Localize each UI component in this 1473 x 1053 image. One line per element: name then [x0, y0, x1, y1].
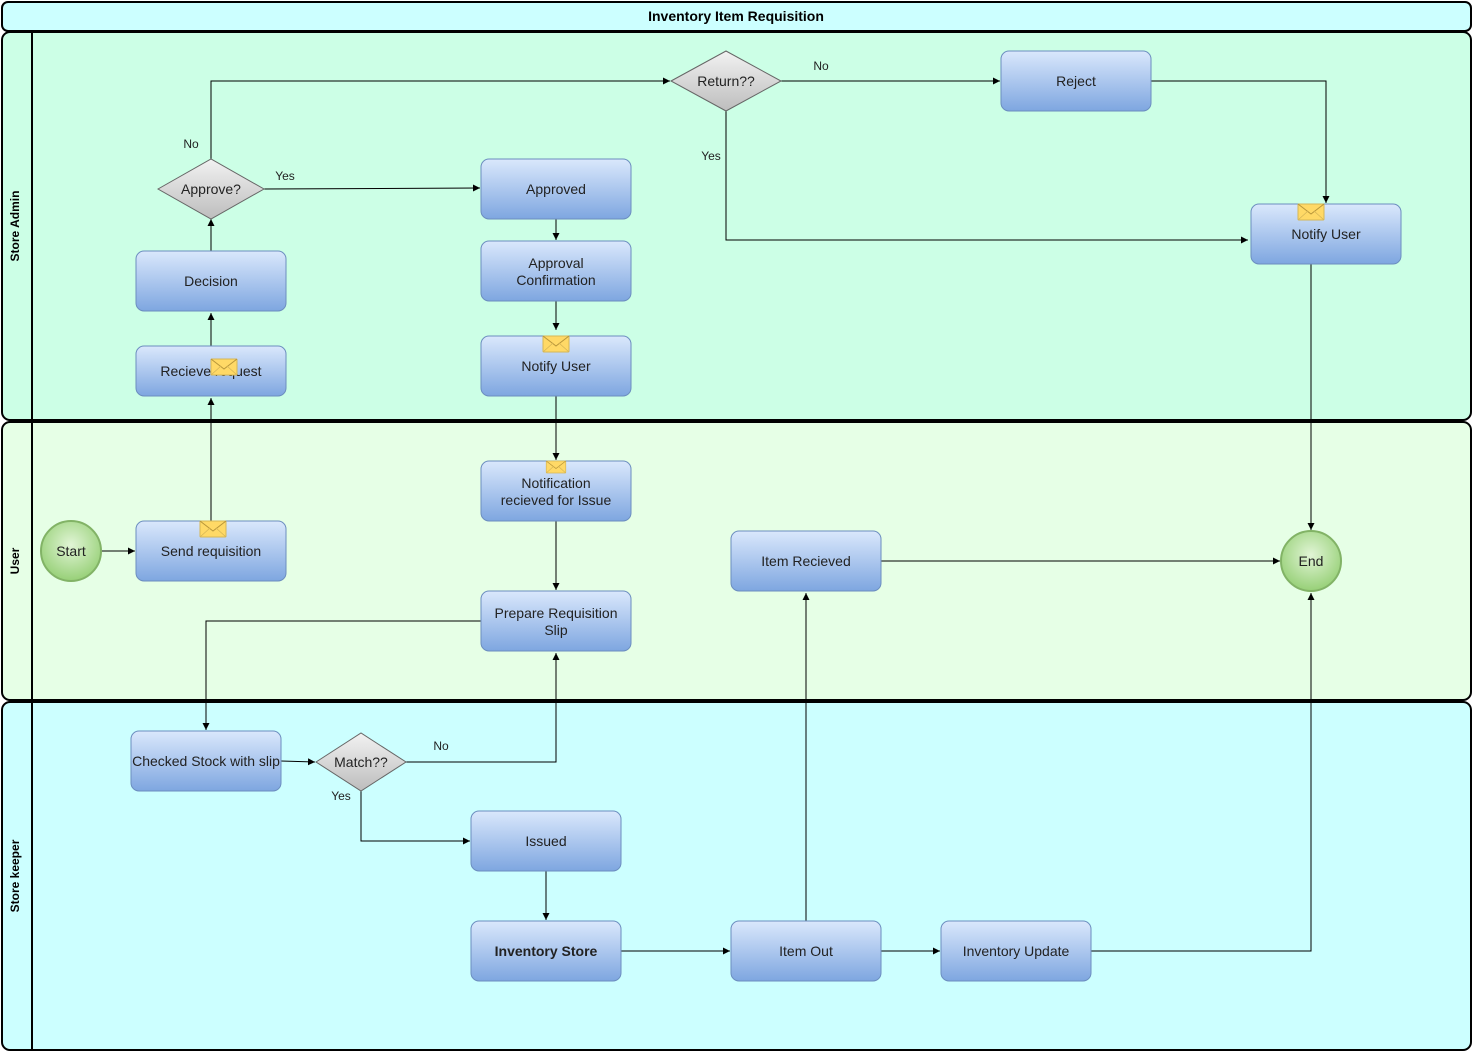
node-end[interactable]: End: [1280, 530, 1342, 592]
edge-label-approve-no: No: [183, 137, 199, 151]
node-inventory-update[interactable]: Inventory Update: [940, 920, 1092, 982]
node-item-out[interactable]: Item Out: [730, 920, 882, 982]
node-label: Item Recieved: [761, 553, 850, 569]
node-label: Match??: [334, 754, 388, 770]
envelope-icon: [210, 358, 238, 376]
node-reject[interactable]: Reject: [1000, 50, 1152, 112]
node-label: Inventory Update: [963, 943, 1070, 959]
edge-checked-to-match: [280, 758, 316, 766]
diagram-title-bar: Inventory Item Requisition: [1, 1, 1472, 32]
node-label: Approve?: [181, 181, 241, 197]
lane-title-user: User: [8, 547, 22, 574]
node-approved[interactable]: Approved: [480, 158, 632, 220]
edge-update-to-end: [1091, 593, 1315, 952]
node-issued[interactable]: Issued: [470, 810, 622, 872]
node-label: Inventory Store: [495, 943, 598, 959]
node-inventory-store[interactable]: Inventory Store: [470, 920, 622, 982]
edge-approve-no-to-return: [210, 77, 670, 159]
node-item-received[interactable]: Item Recieved: [730, 530, 882, 592]
node-label: Decision: [184, 273, 238, 289]
node-label: Notify User: [1291, 226, 1361, 242]
edge-label-return-yes: Yes: [701, 149, 721, 163]
node-label: Start: [56, 543, 86, 559]
envelope-icon: [542, 335, 570, 353]
edge-label-match-no: No: [433, 739, 449, 753]
edge-approve-yes-to-approved: [263, 184, 481, 192]
node-approval-confirmation[interactable]: Approval Confirmation: [480, 240, 632, 302]
edge-reject-to-notify: [1151, 80, 1330, 203]
lane-title-store-keeper: Store keeper: [8, 839, 22, 912]
diagram-title: Inventory Item Requisition: [648, 8, 824, 24]
node-label-line-2: recieved for Issue: [501, 492, 612, 508]
node-checked-stock[interactable]: Checked Stock with slip: [130, 730, 282, 792]
node-notify-user-admin[interactable]: Notify User: [480, 335, 632, 397]
node-start[interactable]: Start: [40, 520, 102, 582]
lane-store-admin: Store Admin: [1, 31, 1472, 421]
edge-labels: No Yes No Yes No Yes: [183, 59, 829, 803]
node-label: Approved: [526, 181, 586, 197]
edge-match-yes-to-issued: [360, 791, 470, 845]
edge-prepare-to-checked: [202, 620, 481, 730]
node-label: Reject: [1056, 73, 1096, 89]
envelope-icon: [199, 520, 227, 538]
node-label: Send requisition: [161, 543, 261, 559]
node-return-decision[interactable]: Return??: [669, 50, 783, 112]
node-label: Notify User: [521, 358, 591, 374]
node-label-line-2: Confirmation: [516, 272, 595, 288]
node-receive-request[interactable]: Recieve request: [135, 345, 287, 397]
node-send-requisition[interactable]: Send requisition: [135, 520, 287, 582]
node-notification-received[interactable]: Notification recieved for Issue: [480, 460, 632, 522]
node-label: End: [1299, 553, 1324, 569]
lane-store-keeper: Store keeper: [1, 701, 1472, 1051]
node-label-line-1: Notification: [521, 475, 590, 491]
edge-label-match-yes: Yes: [331, 789, 351, 803]
edge-match-no-to-prepare: [406, 653, 560, 763]
edge-label-return-no: No: [813, 59, 829, 73]
node-approve-decision[interactable]: Approve?: [156, 158, 266, 220]
edges: [101, 77, 1330, 955]
envelope-icon: [545, 460, 567, 474]
node-label-line-2: Slip: [544, 622, 568, 638]
node-label: Item Out: [779, 943, 833, 959]
node-label-line-1: Prepare Requisition: [495, 605, 618, 621]
envelope-icon: [1297, 203, 1325, 221]
node-prepare-requisition-slip[interactable]: Prepare Requisition Slip: [480, 590, 632, 652]
node-label: Return??: [697, 73, 755, 89]
lane-title-store-admin: Store Admin: [8, 191, 22, 262]
edge-label-approve-yes: Yes: [275, 169, 295, 183]
node-label-line-1: Approval: [528, 255, 583, 271]
node-match-decision[interactable]: Match??: [315, 732, 407, 792]
node-label: Checked Stock with slip: [132, 753, 280, 769]
node-decision[interactable]: Decision: [135, 250, 287, 312]
edge-return-yes-to-notify: [725, 111, 1248, 244]
node-notify-user-right[interactable]: Notify User: [1250, 203, 1402, 265]
node-label: Issued: [525, 833, 566, 849]
